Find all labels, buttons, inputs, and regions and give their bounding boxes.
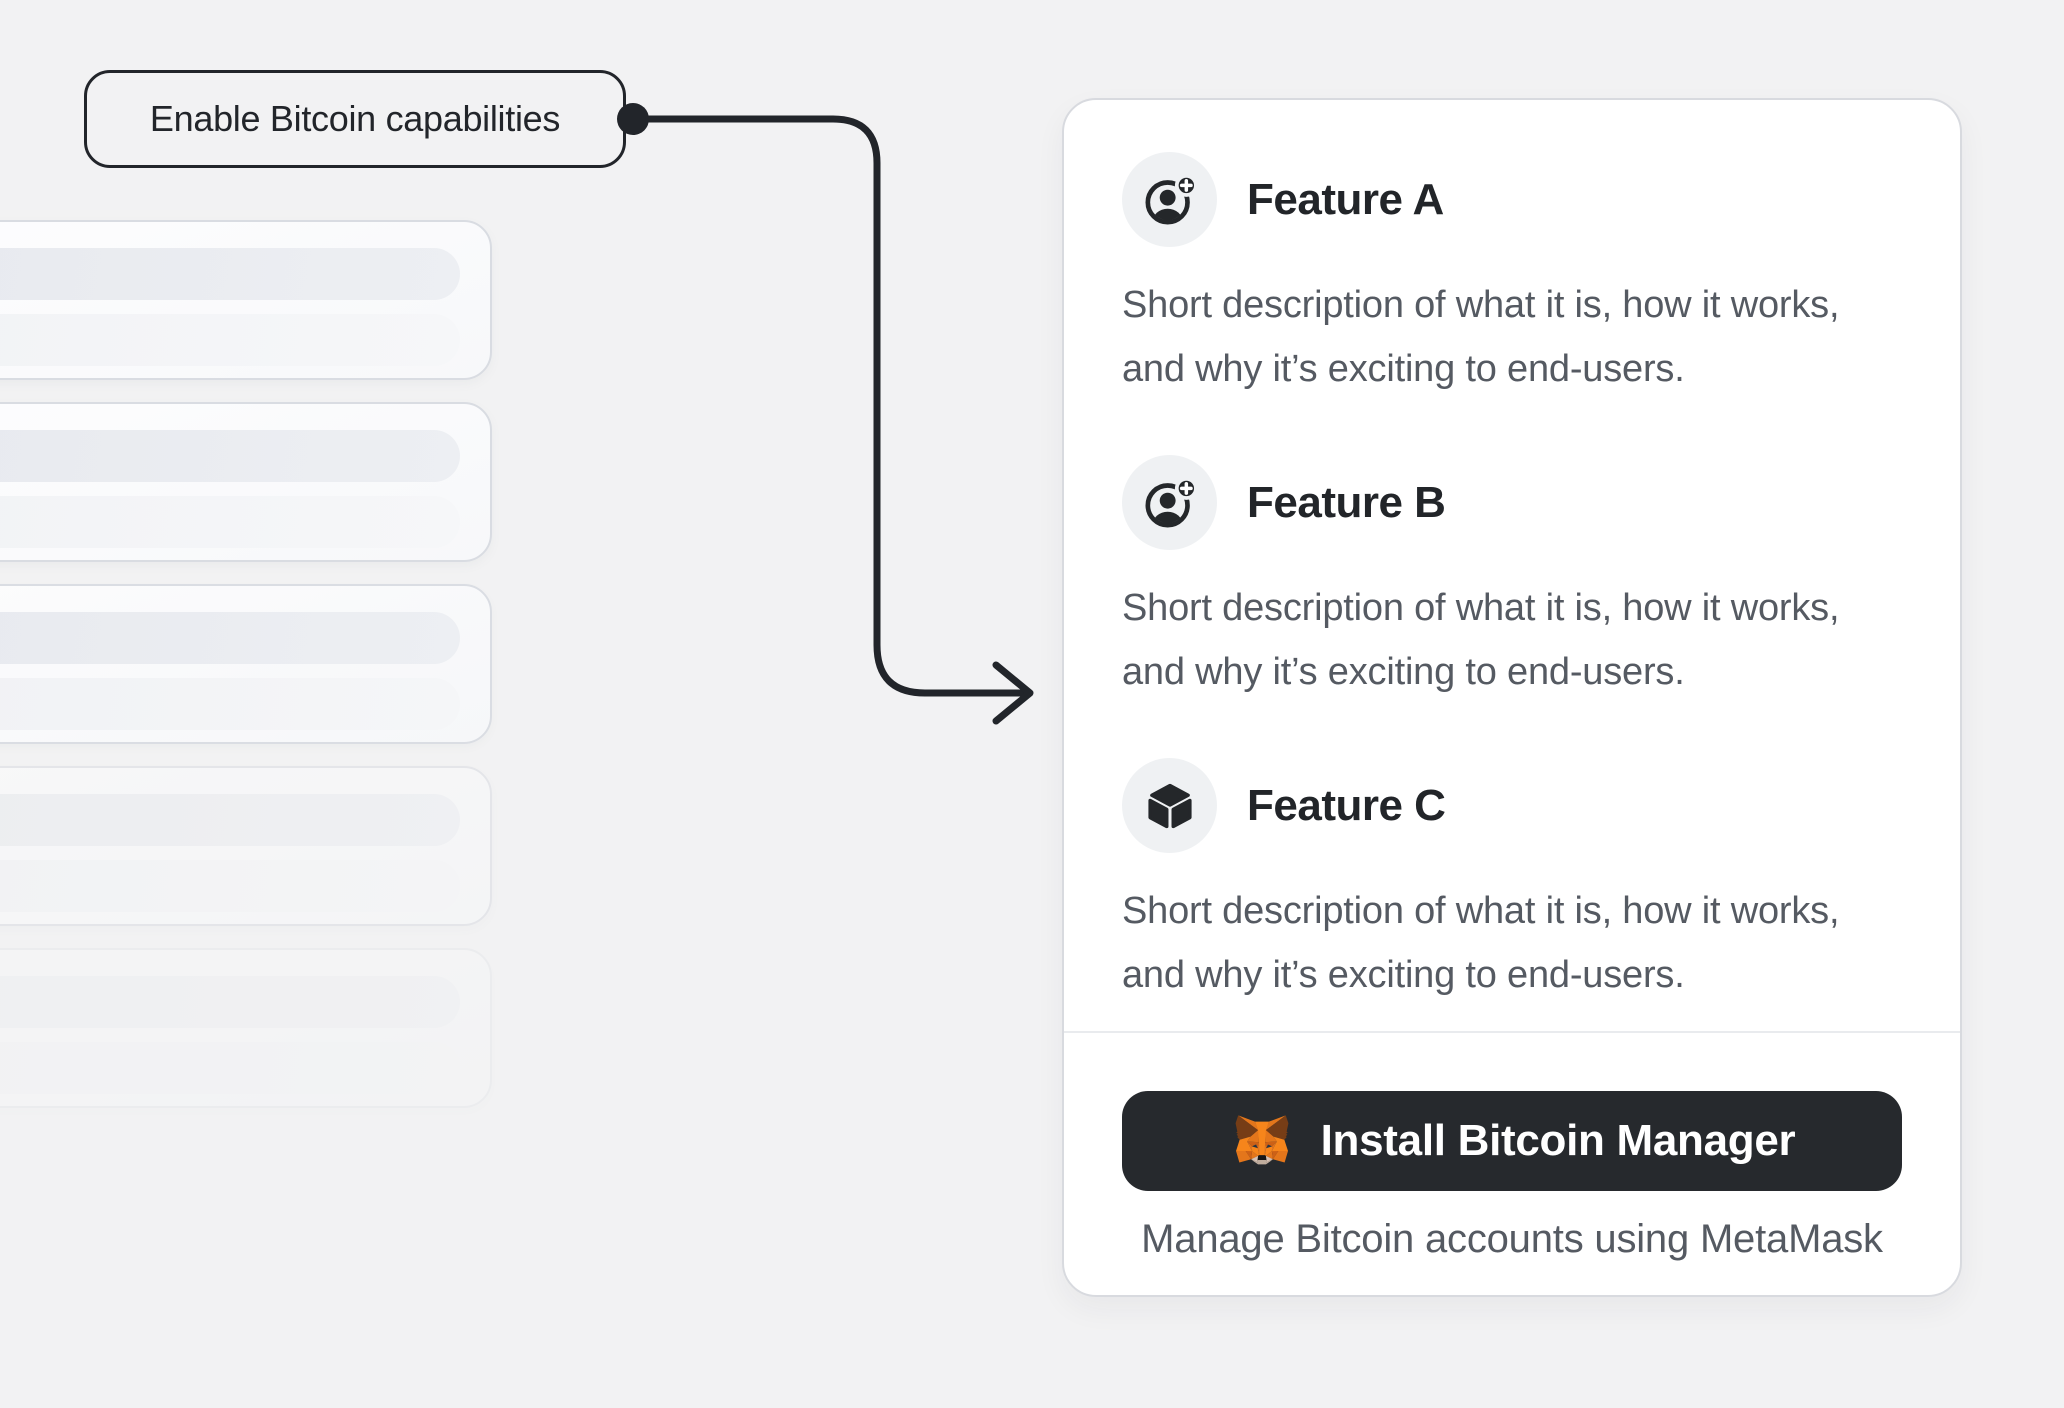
- arrowhead-icon: [992, 661, 1034, 725]
- feature-head: Feature A: [1122, 152, 1902, 247]
- skeleton-card: [0, 402, 492, 562]
- skeleton-card: [0, 584, 492, 744]
- feature-description: Short description of what it is, how it …: [1122, 284, 1840, 390]
- metamask-fox-icon: [1235, 1115, 1289, 1165]
- panel-footer: Install Bitcoin Manager Manage Bitcoin a…: [1064, 1031, 1960, 1295]
- feature-description: Short description of what it is, how it …: [1122, 587, 1840, 693]
- feature-icon-bubble: [1122, 758, 1217, 853]
- button-caption: Manage Bitcoin accounts using MetaMask: [1141, 1217, 1883, 1261]
- feature-title: Feature B: [1247, 477, 1446, 527]
- skeleton-list: [0, 220, 492, 1108]
- callout-label-text: Enable Bitcoin capabilities: [149, 98, 561, 139]
- callout-label: Enable Bitcoin capabilities: [84, 70, 626, 168]
- skeleton-card: [0, 766, 492, 926]
- install-bitcoin-manager-button[interactable]: Install Bitcoin Manager: [1122, 1091, 1902, 1191]
- skeleton-bar: [0, 976, 460, 1028]
- feature-head: Feature B: [1122, 455, 1902, 550]
- skeleton-bar: [0, 314, 460, 366]
- skeleton-bar: [0, 860, 460, 912]
- feature-head: Feature C: [1122, 758, 1902, 853]
- skeleton-bar: [0, 496, 460, 548]
- account-add-icon: [1145, 476, 1198, 527]
- feature-item: Feature C Short description of what it i…: [1122, 758, 1902, 1007]
- skeleton-bar: [0, 794, 460, 846]
- feature-icon-bubble: [1122, 152, 1217, 247]
- feature-item: Feature A Short description of what it i…: [1122, 152, 1902, 401]
- feature-item: Feature B Short description of what it i…: [1122, 455, 1902, 704]
- skeleton-bar: [0, 248, 460, 300]
- cube-icon: [1147, 783, 1192, 828]
- feature-panel: Feature A Short description of what it i…: [1062, 98, 1962, 1297]
- feature-title: Feature A: [1247, 174, 1444, 224]
- skeleton-bar: [0, 612, 460, 664]
- install-button-label: Install Bitcoin Manager: [1320, 1116, 1796, 1165]
- skeleton-bar: [0, 678, 460, 730]
- feature-description: Short description of what it is, how it …: [1122, 890, 1840, 996]
- skeleton-card: [0, 948, 492, 1108]
- feature-list: Feature A Short description of what it i…: [1064, 100, 1960, 1031]
- skeleton-card: [0, 220, 492, 380]
- skeleton-bar: [0, 430, 460, 482]
- skeleton-bar: [0, 1042, 460, 1094]
- feature-icon-bubble: [1122, 455, 1217, 550]
- feature-title: Feature C: [1247, 780, 1446, 830]
- account-add-icon: [1145, 173, 1198, 224]
